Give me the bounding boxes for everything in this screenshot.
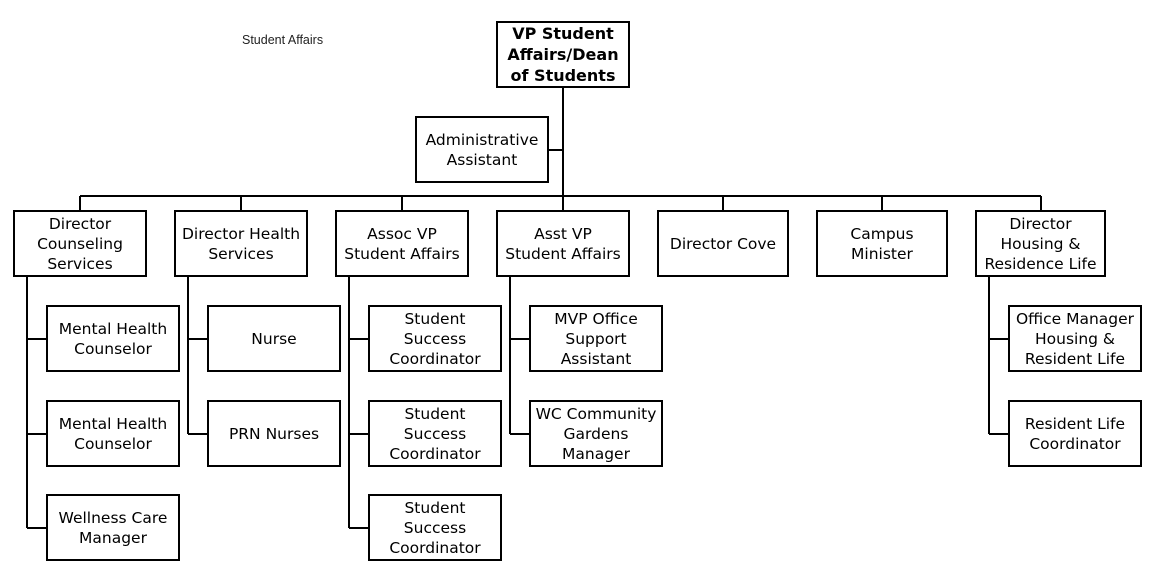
child-branch-connector	[27, 527, 46, 529]
chart-caption: Student Affairs	[242, 33, 324, 47]
assistant-connector	[549, 149, 563, 151]
org-node-director-5: Director Cove	[657, 210, 789, 277]
org-node-staff-label: Mental Health Counselor	[58, 414, 168, 453]
org-node-staff-label: Student Success Coordinator	[389, 498, 481, 557]
child-branch-connector	[188, 433, 207, 435]
org-node-director-3: Assoc VP Student Affairs	[335, 210, 469, 277]
child-branch-connector	[989, 338, 1008, 340]
director-bus-connector	[80, 195, 1041, 197]
org-node-director-7: Director Housing & Residence Life	[975, 210, 1106, 277]
child-spine-connector	[187, 277, 189, 434]
child-branch-connector	[188, 338, 207, 340]
org-node-director-4-label: Asst VP Student Affairs	[505, 224, 621, 263]
org-node-staff-label: Student Success Coordinator	[389, 309, 481, 368]
director-drop-connector	[79, 196, 81, 210]
director-drop-connector	[401, 196, 403, 210]
org-node-director-6-label: Campus Minister	[850, 224, 914, 263]
org-node-staff-label: Wellness Care Manager	[58, 508, 168, 547]
org-node-staff: Student Success Coordinator	[368, 305, 502, 372]
org-node-vp-student-affairs: VP Student Affairs/Dean of Students	[496, 21, 630, 88]
org-node-director-6: Campus Minister	[816, 210, 948, 277]
org-node-director-2: Director Health Services	[174, 210, 308, 277]
child-spine-connector	[988, 277, 990, 434]
org-node-director-4: Asst VP Student Affairs	[496, 210, 630, 277]
org-node-administrative-assistant-label: Administrative Assistant	[425, 130, 539, 169]
org-node-staff-label: Student Success Coordinator	[389, 404, 481, 463]
org-node-administrative-assistant: Administrative Assistant	[415, 116, 549, 183]
org-node-director-1: Director Counseling Services	[13, 210, 147, 277]
org-node-staff-label: Resident Life Coordinator	[1024, 414, 1126, 453]
child-branch-connector	[27, 338, 46, 340]
child-branch-connector	[349, 433, 368, 435]
child-branch-connector	[349, 527, 368, 529]
org-node-director-3-label: Assoc VP Student Affairs	[344, 224, 460, 263]
org-node-staff: Mental Health Counselor	[46, 305, 180, 372]
child-branch-connector	[349, 338, 368, 340]
child-spine-connector	[26, 277, 28, 528]
child-branch-connector	[27, 433, 46, 435]
org-node-staff: Student Success Coordinator	[368, 400, 502, 467]
org-node-staff: Office Manager Housing & Resident Life	[1008, 305, 1142, 372]
org-node-vp-student-affairs-label: VP Student Affairs/Dean of Students	[507, 24, 619, 85]
director-drop-connector	[1039, 196, 1042, 210]
org-node-staff: Student Success Coordinator	[368, 494, 502, 561]
director-drop-connector	[881, 196, 883, 210]
org-node-staff: PRN Nurses	[207, 400, 341, 467]
child-branch-connector	[510, 433, 529, 435]
org-node-director-1-label: Director Counseling Services	[37, 214, 123, 273]
child-branch-connector	[510, 338, 529, 340]
child-spine-connector	[348, 277, 350, 528]
org-node-staff: Mental Health Counselor	[46, 400, 180, 467]
director-drop-connector	[722, 196, 724, 210]
org-node-staff: MVP Office Support Assistant	[529, 305, 663, 372]
director-drop-connector	[562, 196, 564, 210]
director-drop-connector	[240, 196, 242, 210]
org-node-staff-label: Office Manager Housing & Resident Life	[1015, 309, 1135, 368]
root-trunk-connector	[562, 88, 564, 196]
org-node-director-2-label: Director Health Services	[181, 224, 301, 263]
org-node-staff-label: Mental Health Counselor	[58, 319, 168, 358]
org-node-staff: Wellness Care Manager	[46, 494, 180, 561]
child-spine-connector	[509, 277, 511, 434]
org-node-director-5-label: Director Cove	[669, 234, 777, 253]
org-node-staff-label: PRN Nurses	[228, 424, 320, 443]
org-node-staff: Nurse	[207, 305, 341, 372]
org-node-staff: WC Community Gardens Manager	[529, 400, 663, 467]
org-node-staff-label: Nurse	[251, 329, 297, 348]
org-node-staff: Resident Life Coordinator	[1008, 400, 1142, 467]
org-node-staff-label: WC Community Gardens Manager	[535, 404, 657, 463]
child-branch-connector	[989, 433, 1008, 435]
org-node-director-7-label: Director Housing & Residence Life	[984, 214, 1097, 273]
org-node-staff-label: MVP Office Support Assistant	[554, 309, 638, 368]
